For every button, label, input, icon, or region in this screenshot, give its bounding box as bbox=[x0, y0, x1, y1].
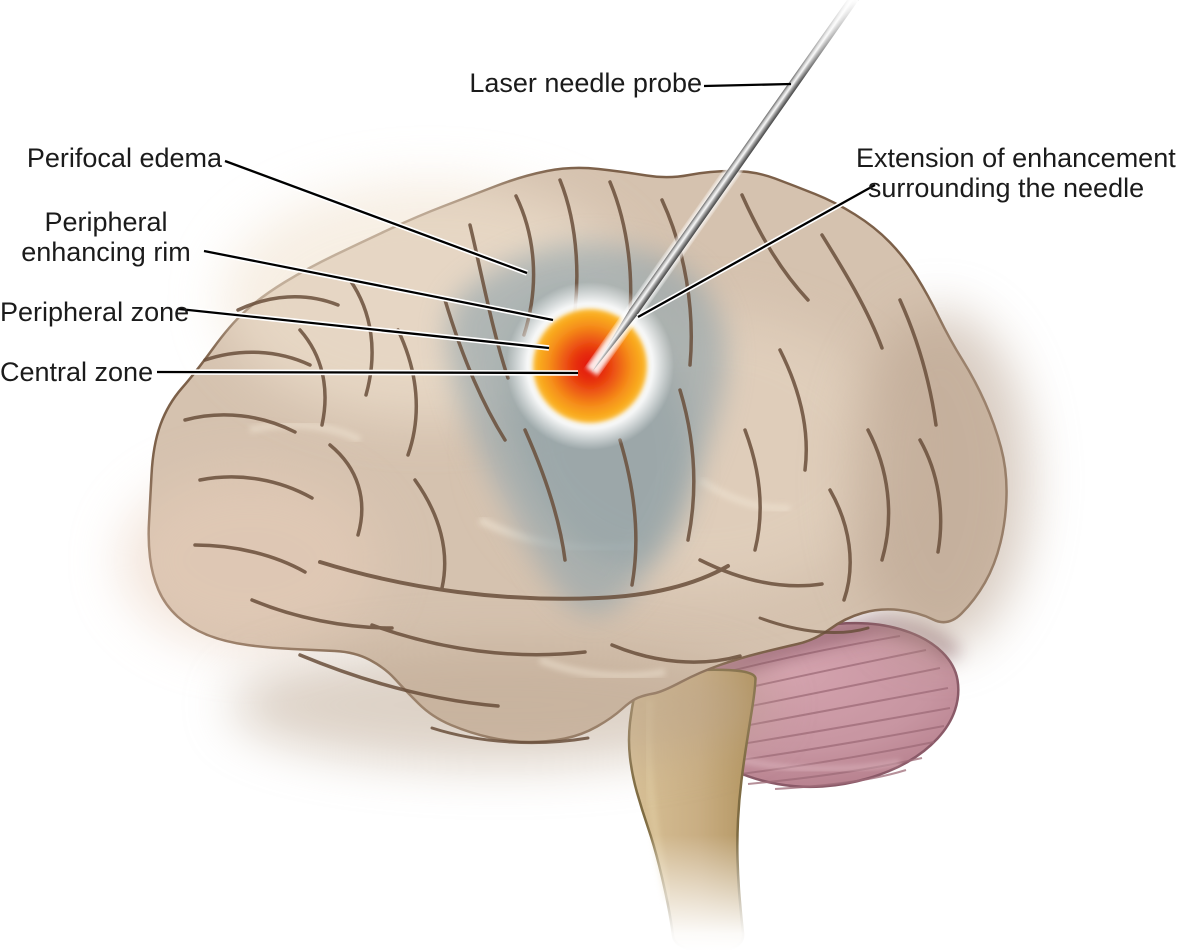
label-extension-line2: surrounding the needle bbox=[867, 173, 1145, 203]
needle bbox=[585, 0, 861, 376]
stem-fade bbox=[595, 835, 790, 951]
label-extension-line1: Extension of enhancement bbox=[856, 143, 1176, 173]
leader-laser-needle-probe bbox=[703, 82, 792, 88]
label-peripheral-enhancing-rim-line2: enhancing rim bbox=[21, 237, 191, 267]
cerebellum-striations bbox=[659, 635, 951, 790]
leader-lines bbox=[156, 82, 877, 376]
label-extension-of-enhancement: Extension of enhancement surrounding the… bbox=[856, 143, 1176, 203]
leader-perifocal-edema bbox=[224, 159, 528, 275]
label-peripheral-zone: Peripheral zone bbox=[0, 297, 190, 327]
label-central-zone: Central zone bbox=[0, 357, 154, 387]
leader-central-zone bbox=[156, 370, 579, 375]
label-perifocal-edema: Perifocal edema bbox=[26, 143, 222, 173]
label-peripheral-enhancing-rim-line1: Peripheral bbox=[44, 207, 168, 237]
leader-peripheral-enhancing-rim bbox=[203, 249, 554, 322]
label-laser-needle-probe: Laser needle probe bbox=[469, 68, 702, 98]
leader-extension-of-enhancement bbox=[637, 183, 876, 319]
leader-strokes bbox=[156, 82, 876, 375]
needle-fade bbox=[791, 0, 861, 84]
label-peripheral-enhancing-rim: Peripheral enhancing rim bbox=[8, 207, 204, 267]
needle-tip bbox=[591, 309, 638, 373]
leader-peripheral-zone bbox=[178, 307, 550, 350]
